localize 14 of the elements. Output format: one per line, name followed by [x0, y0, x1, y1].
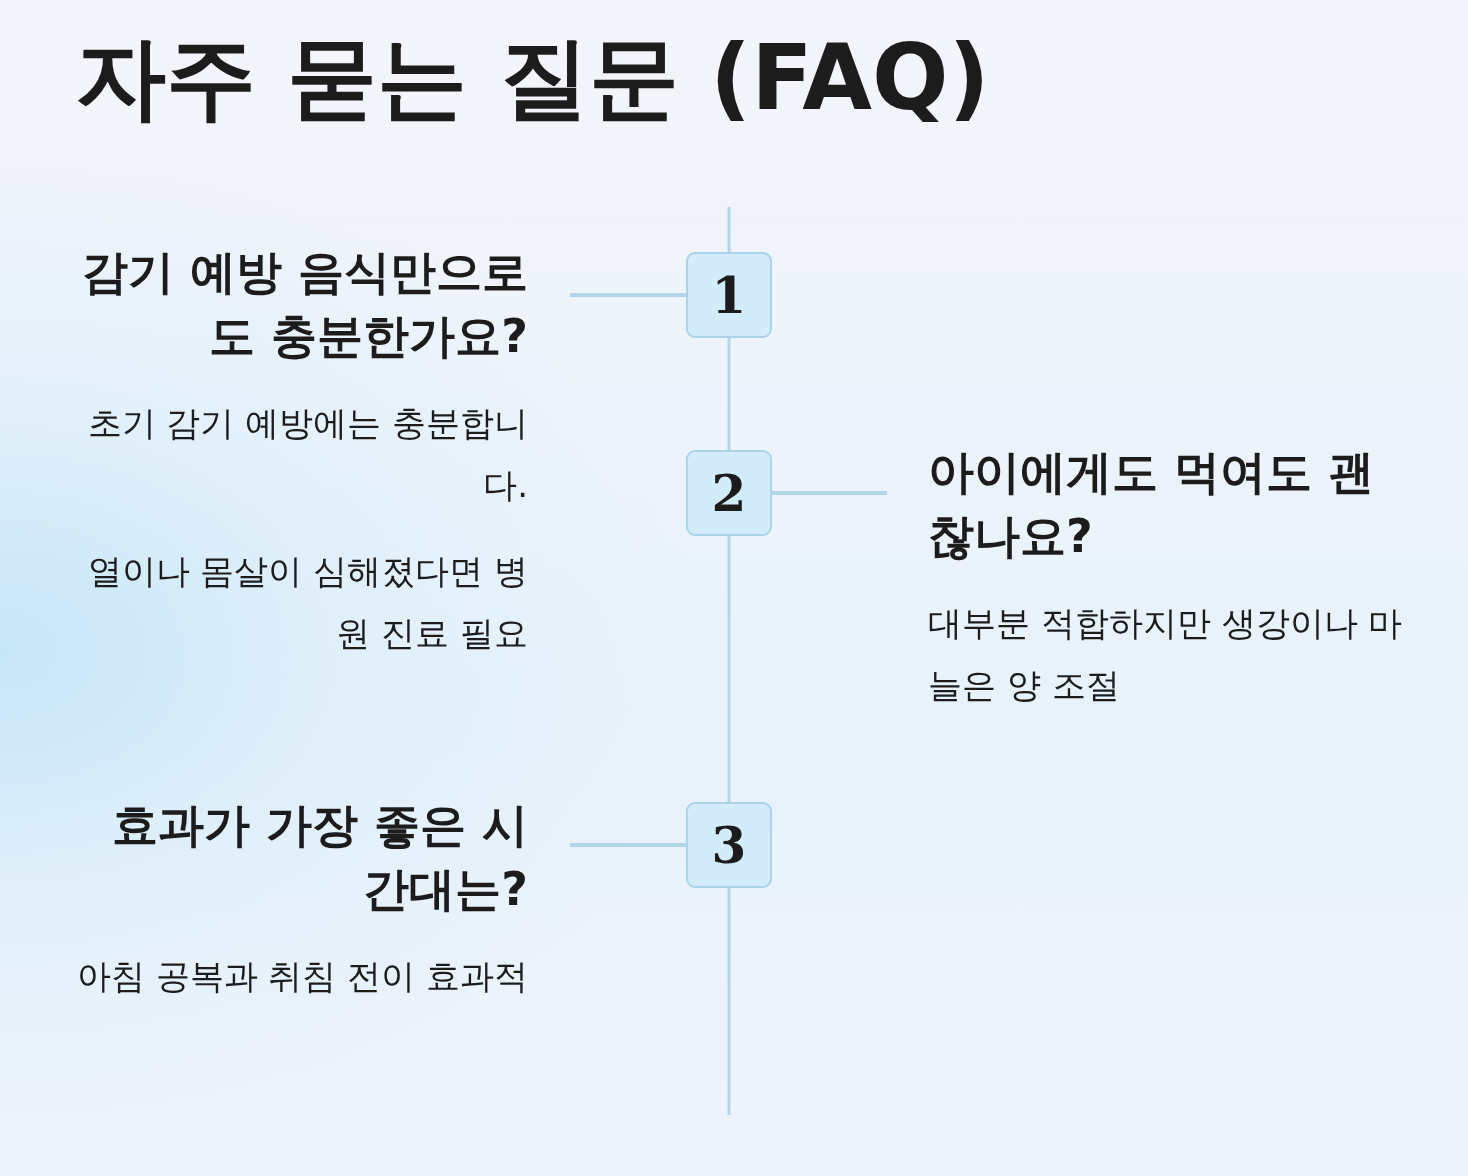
number-badge: 1 — [686, 252, 772, 338]
answer-text: 초기 감기 예방에는 충분합니다. — [86, 402, 528, 507]
number-badge: 3 — [686, 802, 772, 888]
question-heading: 감기 예방 음식만으로도 충분한가요? — [80, 244, 528, 365]
question-heading: 아이에게도 먹여도 괜찮나요? — [928, 444, 1376, 565]
question-heading: 효과가 가장 좋은 시간대는? — [110, 797, 528, 918]
number-badge: 2 — [686, 450, 772, 536]
answer-text: 아침 공복과 취침 전이 효과적 — [75, 955, 528, 998]
connector-line — [772, 491, 887, 495]
answer-text: 대부분 적합하지만 생강이나 마늘은 양 조절 — [928, 602, 1404, 707]
connector-line — [570, 293, 686, 297]
connector-line — [570, 843, 686, 847]
answer-text: 열이나 몸살이 심해졌다면 병원 진료 필요 — [86, 550, 528, 655]
title: 자주 묻는 질문 (FAQ) — [76, 24, 990, 132]
